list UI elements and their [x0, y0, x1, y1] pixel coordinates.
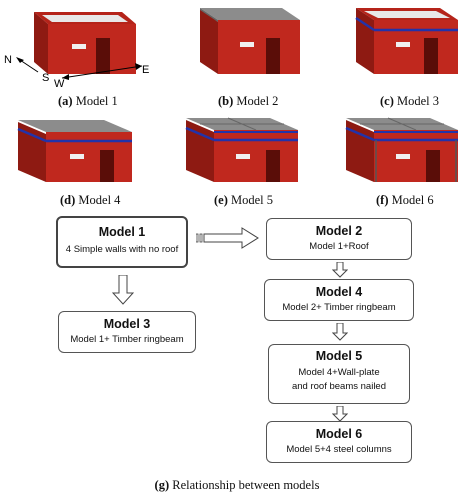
model-5-box: Model 5 Model 4+Wall-plate and roof beam…: [268, 344, 410, 404]
model-4-desc: Model 2+ Timber ringbeam: [282, 302, 396, 313]
model-6-box: Model 6 Model 5+4 steel columns: [266, 421, 412, 463]
model-5-desc-line2: and roof beams nailed: [291, 381, 386, 392]
arrow-model1-to-model2: [195, 226, 262, 255]
caption-g-text: Relationship between models: [172, 478, 320, 492]
caption-f-text: Model 6: [391, 193, 434, 207]
figure-caption-g: (g) Relationship between models: [0, 478, 474, 493]
caption-f-letter: (f): [376, 193, 389, 207]
model-5-render: [176, 114, 306, 190]
caption-d-letter: (d): [60, 193, 76, 207]
model-1-render: [12, 6, 142, 84]
model-5-desc-line1: Model 4+Wall-plate: [298, 367, 380, 378]
model-1-box: Model 1 4 Simple walls with no roof: [56, 216, 188, 268]
caption-c-letter: (c): [380, 94, 394, 108]
caption-e: (e) Model 5: [214, 193, 273, 208]
model-1-desc: 4 Simple walls with no roof: [65, 244, 179, 255]
model-6-title: Model 6: [315, 427, 363, 441]
model-5-title: Model 5: [315, 349, 363, 363]
arrow-model1-to-model3: [111, 274, 135, 310]
caption-a-text: Model 1: [75, 94, 118, 108]
model-1-title: Model 1: [98, 225, 146, 239]
compass: N S W E: [2, 48, 162, 90]
caption-a: (a) Model 1: [58, 94, 118, 109]
model-3-desc: Model 1+ Timber ringbeam: [70, 334, 184, 345]
model-4-title: Model 4: [315, 285, 363, 299]
caption-a-letter: (a): [58, 94, 73, 108]
model-4-render: [8, 114, 138, 190]
caption-b-text: Model 2: [236, 94, 279, 108]
caption-b: (b) Model 2: [218, 94, 278, 109]
compass-north: N: [4, 54, 12, 66]
model-3-box: Model 3 Model 1+ Timber ringbeam: [58, 311, 196, 353]
caption-e-letter: (e): [214, 193, 228, 207]
model-2-render: [178, 4, 308, 84]
model-4-box: Model 4 Model 2+ Timber ringbeam: [264, 279, 414, 321]
compass-east: E: [142, 64, 150, 76]
compass-south: S: [42, 72, 50, 84]
caption-c: (c) Model 3: [380, 94, 439, 109]
compass-west: W: [54, 78, 65, 90]
caption-c-text: Model 3: [397, 94, 440, 108]
arrow-model2-to-model4: [331, 261, 349, 283]
arrow-model5-to-model6: [331, 405, 349, 427]
model-3-render: [338, 4, 468, 84]
model-6-desc: Model 5+4 steel columns: [286, 444, 392, 455]
caption-b-letter: (b): [218, 94, 234, 108]
model-2-desc: Model 1+Roof: [309, 241, 369, 252]
caption-g-letter: (g): [154, 478, 170, 492]
arrow-model4-to-model5: [331, 322, 349, 346]
caption-d: (d) Model 4: [60, 193, 120, 208]
model-2-box: Model 2 Model 1+Roof: [266, 218, 412, 260]
model-3-title: Model 3: [103, 317, 151, 331]
caption-d-text: Model 4: [78, 193, 121, 207]
model-2-title: Model 2: [315, 224, 363, 238]
model-6-render: [336, 114, 466, 190]
caption-e-text: Model 5: [231, 193, 274, 207]
caption-f: (f) Model 6: [376, 193, 434, 208]
